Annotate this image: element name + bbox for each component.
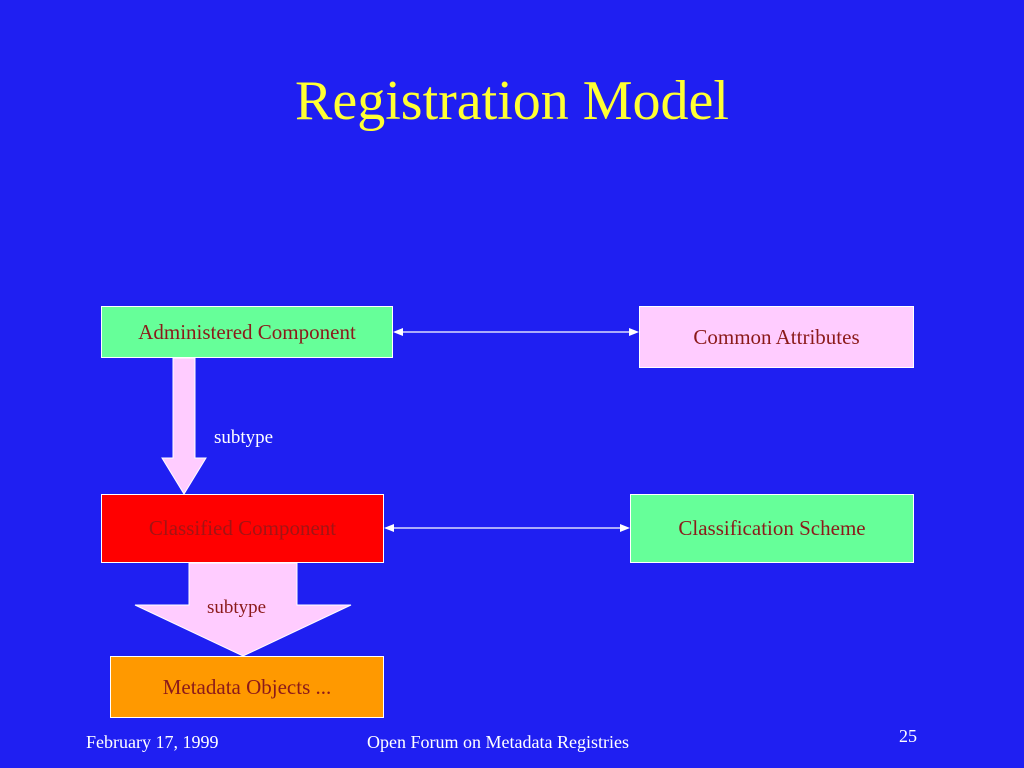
- subtype-label-lower: subtype: [207, 597, 267, 618]
- administered-component-box: Administered Component: [101, 306, 393, 358]
- subtype-arrow-admin-classified: [161, 357, 207, 495]
- common-attributes-box: Common Attributes: [639, 306, 914, 368]
- slide-title: Registration Model: [295, 70, 729, 132]
- classified-component-box: Classified Component: [101, 494, 384, 563]
- subtype-label-upper: subtype: [214, 427, 274, 448]
- footer-date: February 17, 1999: [86, 732, 219, 752]
- bidirectional-arrow-admin-common: [393, 328, 639, 336]
- footer-title: Open Forum on Metadata Registries: [367, 732, 629, 752]
- administered-component-label: Administered Component: [138, 319, 356, 344]
- metadata-objects-box: Metadata Objects ...: [110, 656, 384, 718]
- common-attributes-label: Common Attributes: [693, 324, 860, 349]
- classified-component-label: Classified Component: [148, 516, 337, 540]
- metadata-objects-label: Metadata Objects ...: [162, 674, 332, 699]
- classification-scheme-box: Classification Scheme: [630, 494, 914, 563]
- bidirectional-arrow-classified-scheme: [384, 524, 630, 532]
- page-number: 25: [899, 726, 917, 746]
- classification-scheme-label: Classification Scheme: [678, 516, 866, 540]
